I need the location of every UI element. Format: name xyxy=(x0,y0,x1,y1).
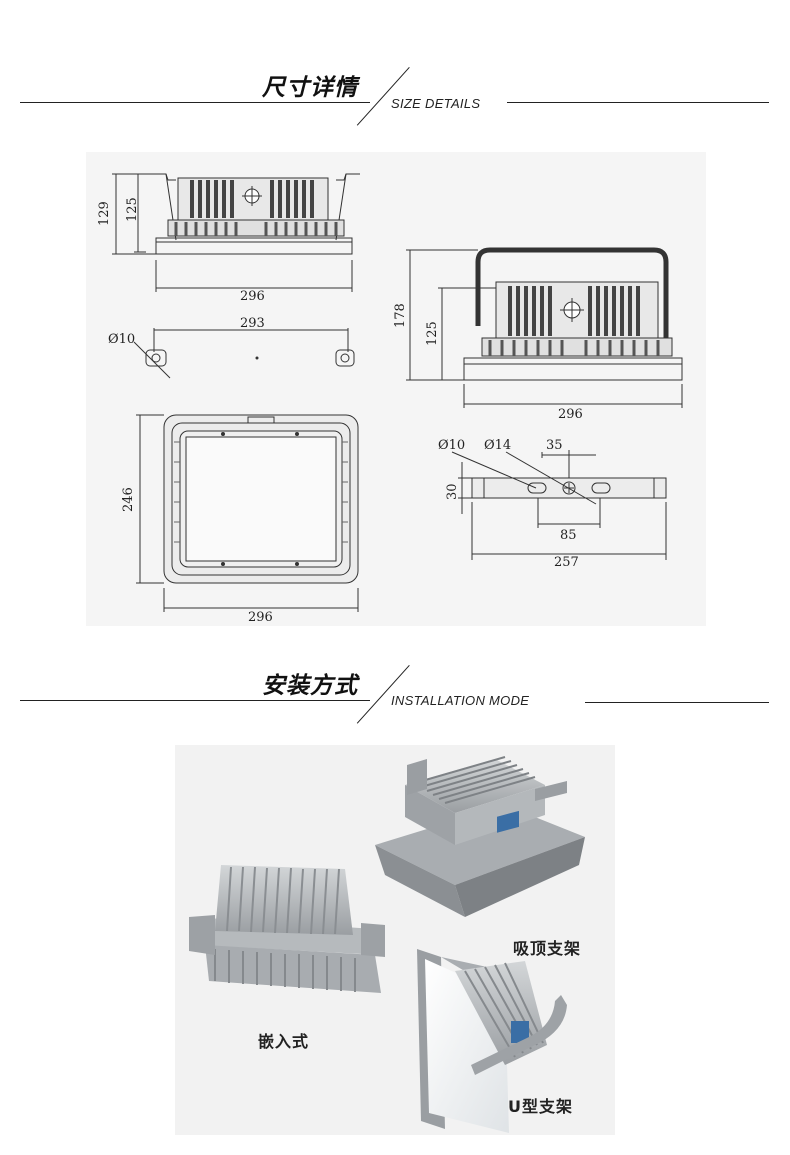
u-bracket-length-label: 257 xyxy=(554,555,579,570)
embedded-mount-label: 嵌入式 xyxy=(258,1032,310,1051)
u-bracket-offset-label: 35 xyxy=(546,438,563,453)
installation-photos: 吸顶支架 嵌入式 U型支架 xyxy=(175,745,615,1135)
front-view xyxy=(136,414,359,612)
bracket-hole-label: Ø10 xyxy=(108,332,135,347)
u-bracket-plan-view xyxy=(451,450,667,560)
installation-mode-header: 安装方式 INSTALLATION MODE xyxy=(0,658,790,728)
size-details-title: 尺寸详情 xyxy=(262,75,358,101)
u-bracket-lamp xyxy=(417,949,567,1133)
title-rule-right xyxy=(507,102,769,103)
embedded-lamp xyxy=(189,865,385,993)
dimension-drawing: 129 125 296 Ø10 293 246 296 178 125 296 … xyxy=(86,152,706,626)
size-details-header: 尺寸详情 SIZE DETAILS xyxy=(0,60,790,130)
u-height-inner-label: 125 xyxy=(425,321,440,346)
bracket-strip-view xyxy=(133,328,355,379)
side-width-label: 296 xyxy=(240,289,265,304)
front-width-label: 296 xyxy=(248,610,273,625)
u-bracket-slot-span-label: 85 xyxy=(560,528,577,543)
u-bracket-side-view xyxy=(406,247,683,408)
ceiling-mount-lamp xyxy=(375,756,585,917)
u-bracket-hole-large-label: Ø14 xyxy=(484,438,511,453)
u-width-label: 296 xyxy=(558,407,583,422)
dimension-drawing-svg: 129 125 296 Ø10 293 246 296 178 125 296 … xyxy=(97,173,683,625)
side-view xyxy=(112,173,360,292)
side-height-outer-label: 129 xyxy=(97,201,112,226)
front-height-label: 246 xyxy=(121,487,136,512)
title-rule-left xyxy=(20,700,370,701)
u-height-outer-label: 178 xyxy=(393,303,408,328)
side-height-inner-label: 125 xyxy=(125,197,140,222)
installation-illustration xyxy=(189,756,585,1133)
bracket-span-label: 293 xyxy=(240,316,265,331)
title-rule-right xyxy=(585,702,769,703)
installation-mode-title: 安装方式 xyxy=(262,673,358,699)
u-bracket-thickness-label: 30 xyxy=(445,483,460,500)
title-rule-left xyxy=(20,102,370,103)
u-bracket-mount-label: U型支架 xyxy=(508,1097,573,1116)
size-details-subtitle: SIZE DETAILS xyxy=(391,96,481,111)
u-bracket-hole-small-label: Ø10 xyxy=(438,438,465,453)
ceiling-mount-label: 吸顶支架 xyxy=(513,939,582,958)
installation-mode-subtitle: INSTALLATION MODE xyxy=(391,693,530,708)
